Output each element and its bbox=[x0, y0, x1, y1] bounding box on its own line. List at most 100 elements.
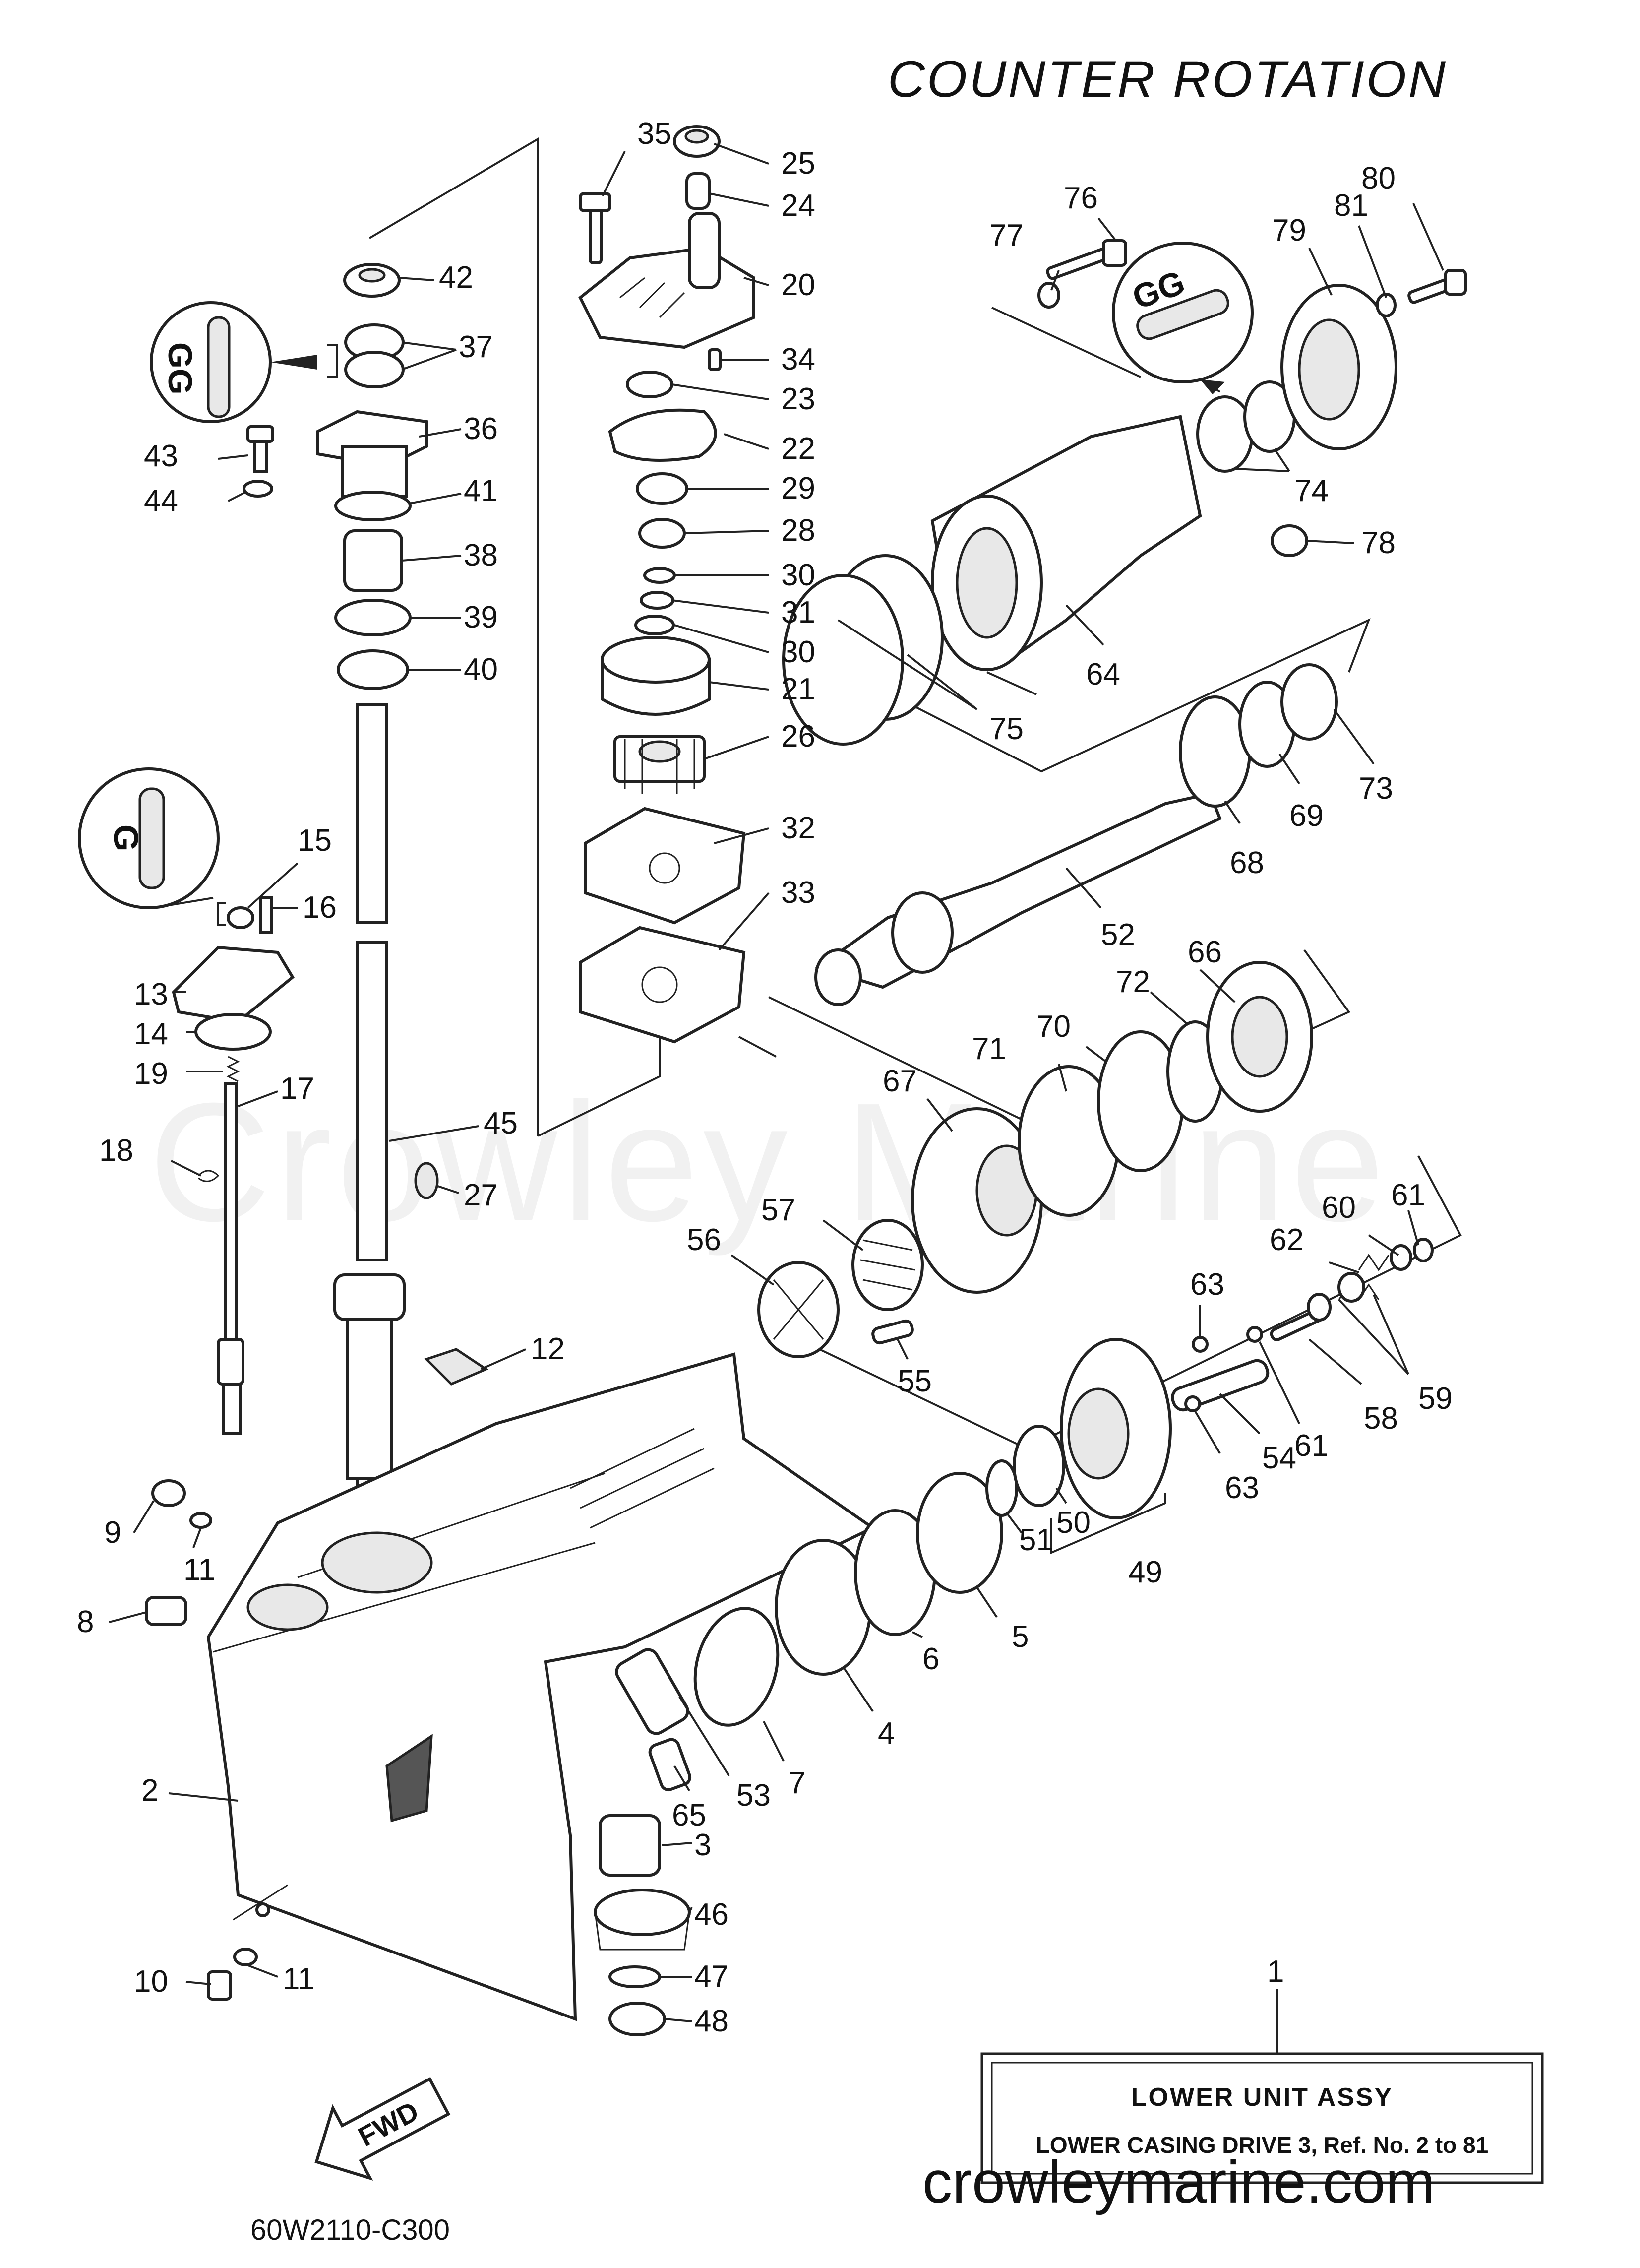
part-number-label: 18 bbox=[99, 1134, 133, 1168]
part-number-label: 35 bbox=[637, 117, 671, 151]
drive-shaft-parts bbox=[243, 263, 439, 1529]
part-number-label: 61 bbox=[1391, 1178, 1425, 1212]
part-number-label: 71 bbox=[972, 1032, 1006, 1066]
part-number-label: 48 bbox=[694, 2004, 729, 2038]
part-number-label: 46 bbox=[694, 1897, 729, 1932]
page-title: COUNTER ROTATION bbox=[888, 51, 1448, 108]
part-number-label: 45 bbox=[484, 1106, 518, 1140]
part-number-label: 31 bbox=[781, 595, 815, 630]
part-number-label: 44 bbox=[144, 484, 178, 518]
part-number-label: 25 bbox=[781, 146, 815, 181]
part-number-label: 30 bbox=[781, 635, 815, 669]
part-number-label: 37 bbox=[459, 330, 493, 364]
part-number-label: 15 bbox=[298, 823, 332, 858]
part-number-label: 70 bbox=[1036, 1009, 1071, 1044]
callout-label: GG bbox=[161, 342, 199, 395]
part-number-label: 57 bbox=[761, 1193, 795, 1227]
part-number-label: 12 bbox=[531, 1332, 565, 1366]
part-number-label: 4 bbox=[878, 1716, 895, 1751]
part-number-label: 3 bbox=[694, 1828, 711, 1862]
part-number-label: 19 bbox=[134, 1057, 168, 1091]
part-number-label: 10 bbox=[134, 1964, 168, 1999]
part-number-label: 40 bbox=[464, 652, 498, 687]
part-number-label: 26 bbox=[781, 719, 815, 754]
part-number-label: 77 bbox=[989, 218, 1024, 252]
part-number-label: 42 bbox=[439, 260, 473, 295]
part-number-label: 30 bbox=[781, 558, 815, 592]
part-number-label: 23 bbox=[781, 382, 815, 416]
part-number-label: 50 bbox=[1056, 1506, 1091, 1540]
part-number-label: 7 bbox=[789, 1766, 805, 1800]
part-number-label: 76 bbox=[1064, 181, 1098, 215]
part-number-label: 64 bbox=[1086, 657, 1120, 692]
part-number-label: 34 bbox=[781, 342, 815, 377]
part-number-label: 69 bbox=[1289, 799, 1324, 833]
part-number-label: 49 bbox=[1128, 1555, 1162, 1589]
part-number-label: 66 bbox=[1188, 935, 1222, 969]
part-number-label: 41 bbox=[464, 474, 498, 508]
part-number-label: 75 bbox=[989, 712, 1024, 746]
part-number-label: 52 bbox=[1101, 918, 1135, 952]
part-number-label: 59 bbox=[1418, 1382, 1453, 1416]
part-number-label: 6 bbox=[922, 1642, 939, 1676]
detail-callout-left-middle: G bbox=[78, 767, 226, 926]
part-number-label: 79 bbox=[1272, 213, 1306, 248]
part-number-label: 20 bbox=[781, 268, 815, 302]
label-box-subtitle: LOWER CASING DRIVE 3, Ref. No. 2 to 81 bbox=[1036, 2132, 1488, 2158]
propeller-shaft-parts bbox=[782, 239, 1467, 1006]
part-number-label: 38 bbox=[464, 538, 498, 572]
part-number-label: 54 bbox=[1262, 1441, 1296, 1475]
part-number-label: 63 bbox=[1225, 1471, 1259, 1505]
part-number-label: 43 bbox=[144, 439, 178, 473]
part-number-label: 60 bbox=[1322, 1191, 1356, 1225]
diagram-code: 60W2110-C300 bbox=[250, 2214, 450, 2246]
part-number-label: 9 bbox=[104, 1515, 121, 1550]
part-number-label: 21 bbox=[781, 672, 815, 706]
part-number-label: 22 bbox=[781, 432, 815, 466]
callout-label: G bbox=[107, 824, 145, 851]
part-number-label: 53 bbox=[736, 1778, 771, 1813]
part-number-label: 74 bbox=[1294, 474, 1329, 508]
part-number-label: 5 bbox=[1012, 1620, 1029, 1654]
part-number-label: 81 bbox=[1334, 189, 1368, 223]
part-number-label: 2 bbox=[141, 1773, 158, 1808]
lower-unit-label-box: 1 LOWER UNIT ASSY LOWER CASING DRIVE 3, … bbox=[980, 1954, 1544, 2184]
part-number-label: 13 bbox=[134, 977, 168, 1011]
shift-rod-parts bbox=[172, 896, 295, 1435]
lower-casing bbox=[145, 1348, 876, 2021]
part-number-label: 58 bbox=[1364, 1401, 1398, 1436]
part-number-label: 65 bbox=[672, 1798, 706, 1832]
part-number-label: 32 bbox=[781, 811, 815, 845]
part-number-label: 14 bbox=[134, 1017, 168, 1051]
part-number-label: 78 bbox=[1361, 526, 1396, 560]
part-number-label: 17 bbox=[280, 1071, 314, 1106]
part-number-label: 16 bbox=[303, 890, 337, 925]
part-number-label: 29 bbox=[781, 471, 815, 505]
part-number-label: 61 bbox=[1294, 1429, 1329, 1463]
part-number-label: 62 bbox=[1270, 1223, 1304, 1257]
part-number-label: 11 bbox=[183, 1553, 215, 1587]
gear-parts bbox=[594, 961, 1434, 2036]
detail-callout-left-upper: GG bbox=[150, 301, 338, 423]
part-number-label: 56 bbox=[687, 1223, 721, 1257]
part-number-label: 51 bbox=[1019, 1523, 1053, 1557]
part-number-label: 47 bbox=[694, 1959, 729, 1994]
part-number-label: 55 bbox=[898, 1364, 932, 1398]
leader-lines bbox=[109, 143, 1444, 2054]
part-number-label: 27 bbox=[464, 1178, 498, 1212]
forward-direction-arrow: FWD bbox=[314, 2077, 451, 2181]
label-box-ref-number: 1 bbox=[1267, 1954, 1284, 1989]
label-box-title: LOWER UNIT ASSY bbox=[1131, 2083, 1393, 2112]
part-number-label: 68 bbox=[1230, 846, 1264, 880]
part-number-label: 33 bbox=[781, 876, 815, 910]
detail-callout-right-upper: GG bbox=[1112, 242, 1254, 394]
part-number-label: 63 bbox=[1190, 1267, 1224, 1302]
part-number-label: 80 bbox=[1361, 161, 1396, 195]
part-number-label: 8 bbox=[77, 1605, 94, 1639]
part-number-label: 67 bbox=[883, 1064, 917, 1098]
part-number-label: 28 bbox=[781, 513, 815, 548]
water-pump-parts bbox=[578, 125, 755, 1044]
